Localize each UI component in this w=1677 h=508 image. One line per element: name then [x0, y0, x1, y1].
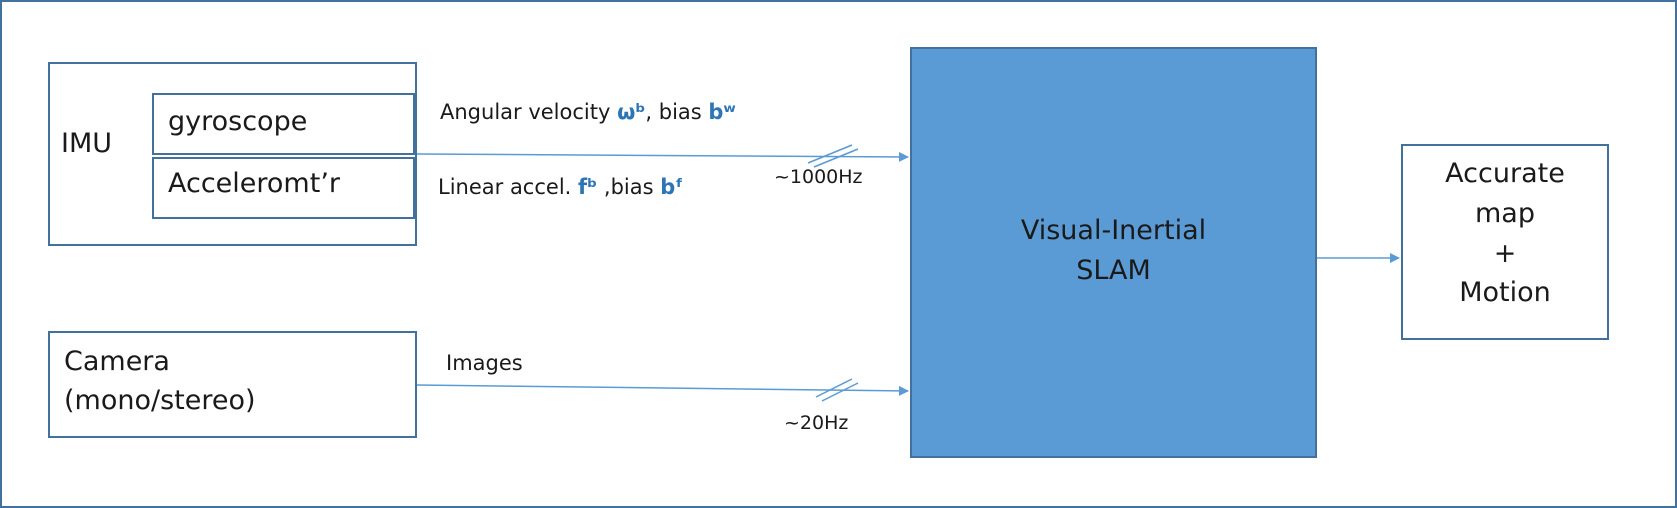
slam-box: Visual-Inertial SLAM	[910, 47, 1317, 458]
output-line3: +	[1493, 238, 1517, 269]
camera-rate-slash-1	[815, 378, 853, 398]
angular-velocity-label: Angular velocity ωᵇ, bias bʷ	[440, 100, 736, 124]
imu-rate-slash-1	[807, 144, 853, 164]
output-line4: Motion	[1459, 277, 1551, 308]
linear-accel-label: Linear accel. fᵇ ,bias bᶠ	[438, 175, 684, 199]
accelerometer-label: Acceleromt’r	[168, 168, 341, 199]
output-line2: map	[1475, 198, 1535, 229]
output-line1: Accurate	[1445, 158, 1565, 189]
accelerometer-box	[152, 157, 415, 219]
output-box: Accurate map + Motion	[1401, 144, 1609, 340]
camera-label-line2: (mono/stereo)	[64, 385, 256, 416]
imu-rate-slash-2	[813, 148, 859, 168]
slam-label-line2: SLAM	[1076, 255, 1151, 286]
imu-to-slam-arrow	[416, 151, 909, 162]
gyroscope-box	[152, 93, 415, 155]
slam-label-line1: Visual-Inertial	[1020, 215, 1207, 246]
camera-rate-label: ~20Hz	[784, 412, 849, 434]
camera-rate-slash-2	[821, 382, 859, 402]
camera-box	[48, 331, 417, 438]
camera-to-slam-arrow	[416, 384, 909, 396]
imu-label: IMU	[61, 128, 113, 159]
gyroscope-label: gyroscope	[168, 106, 308, 137]
imu-rate-label: ~1000Hz	[774, 166, 863, 188]
images-label: Images	[446, 351, 523, 375]
camera-label-line1: Camera	[64, 346, 170, 377]
